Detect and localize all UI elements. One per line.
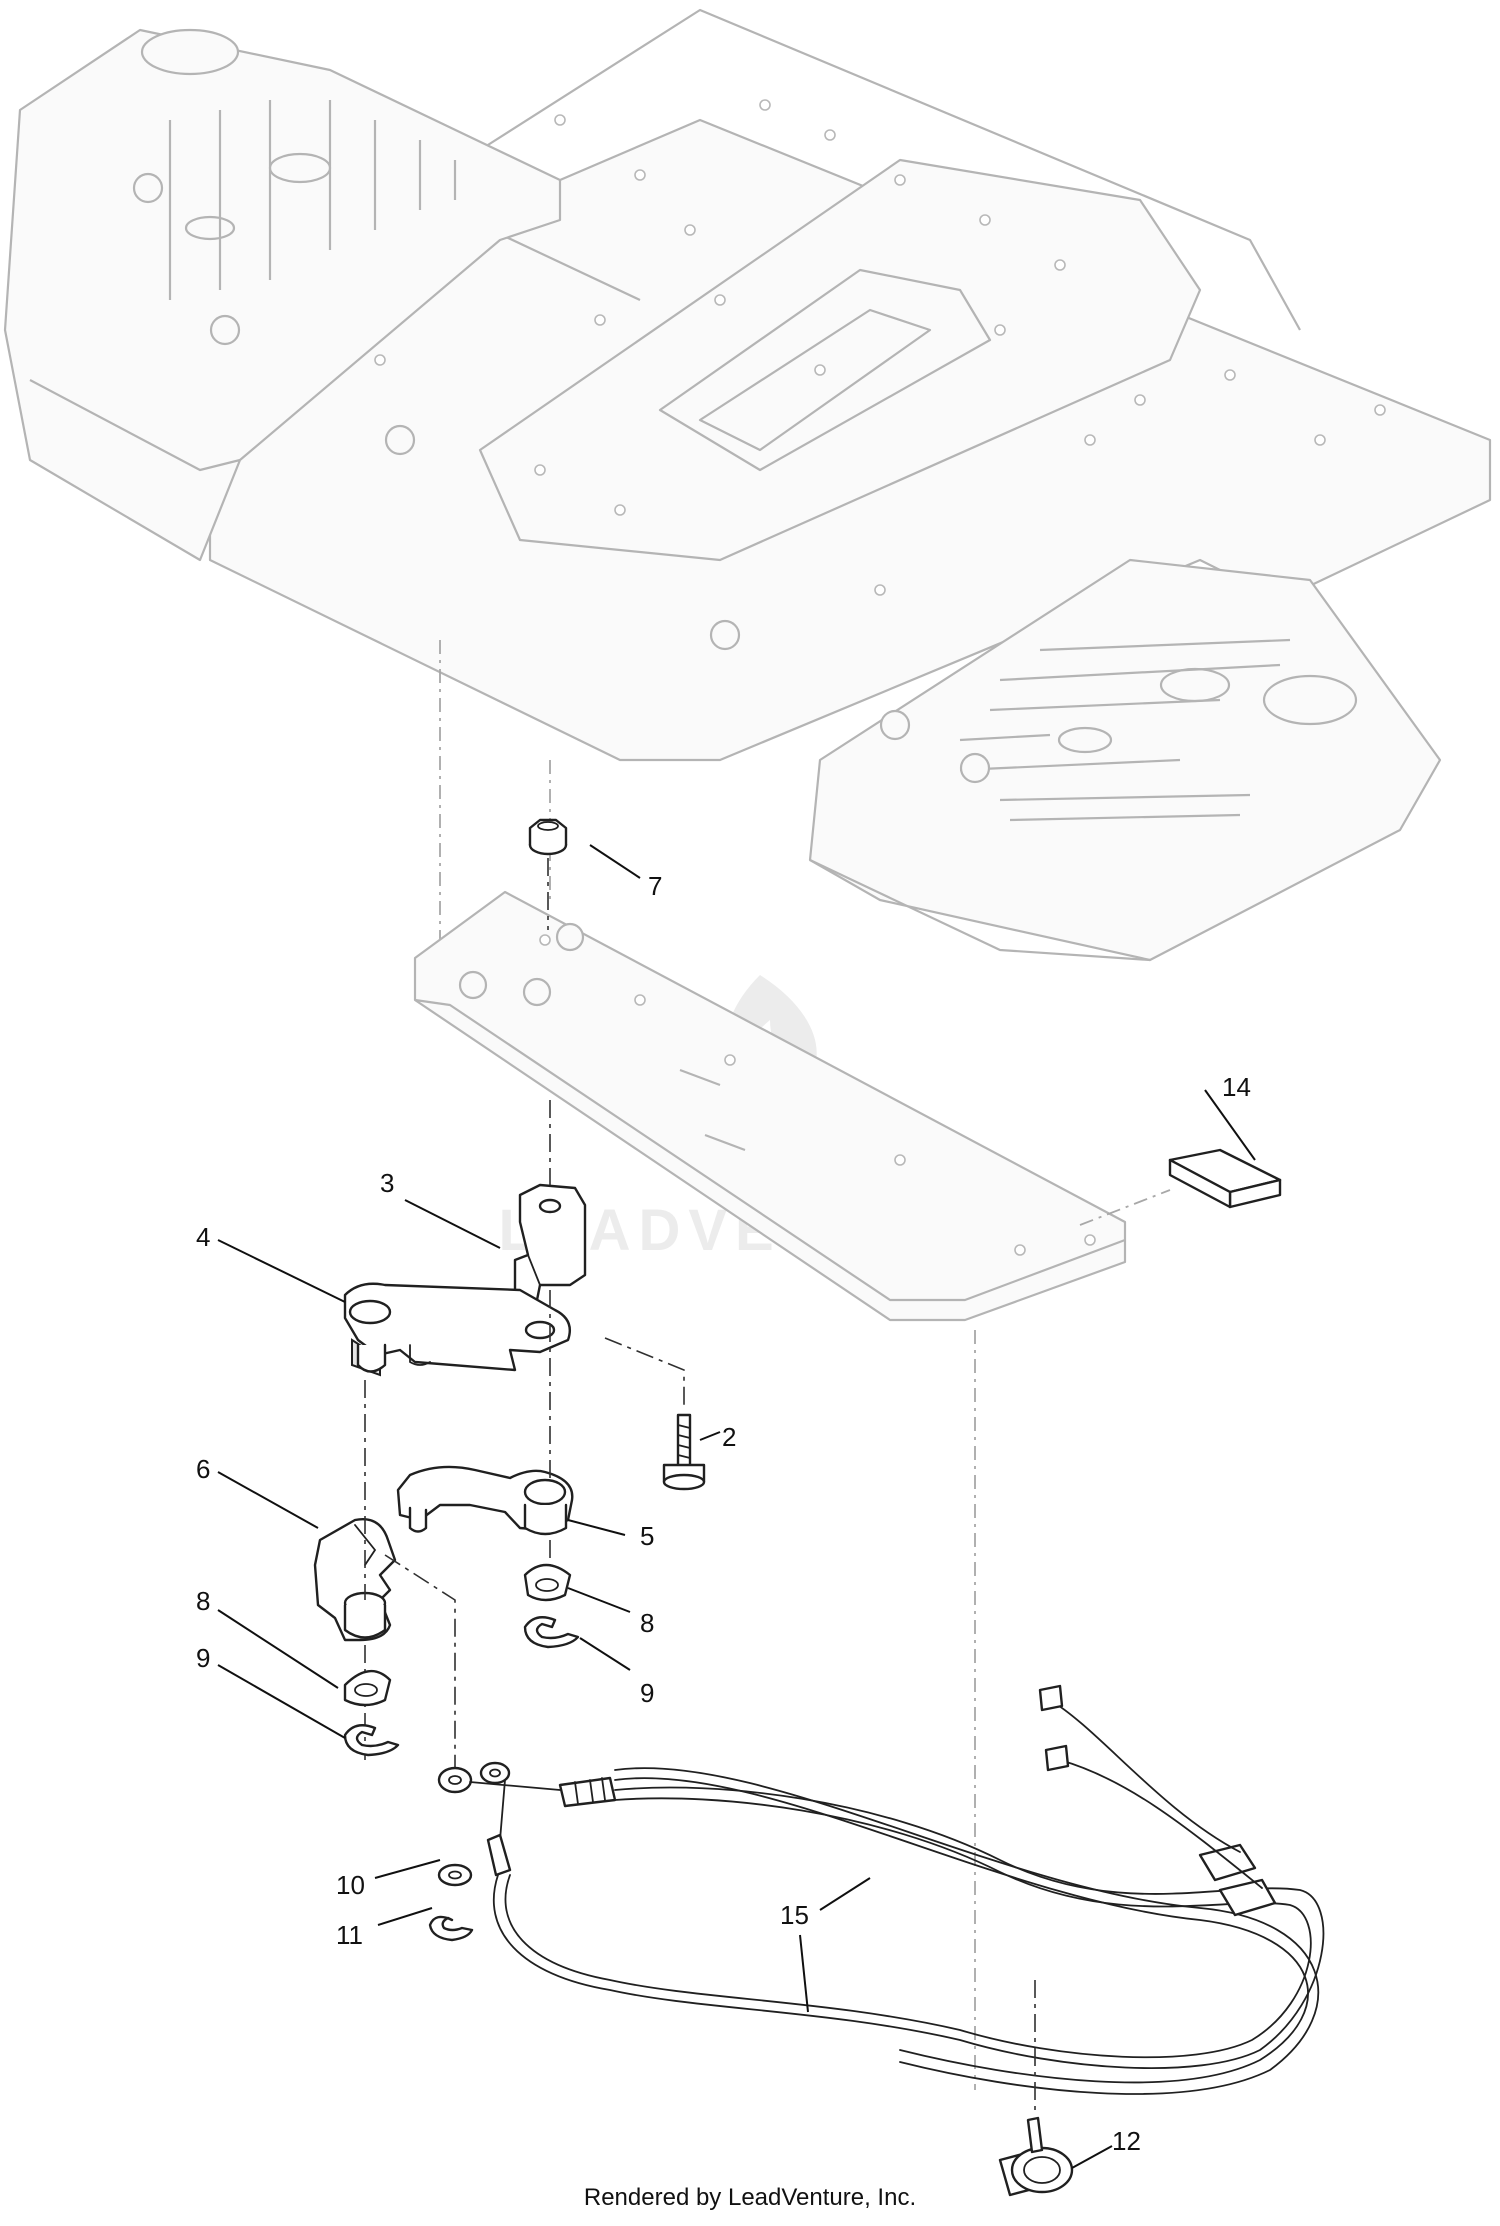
leader-15a <box>819 1877 871 1911</box>
cable-fitting-lower <box>1218 1878 1277 1917</box>
leader-3 <box>404 1199 501 1249</box>
part-15-cable-assembly <box>437 1684 1325 2095</box>
left-tank-seam <box>29 379 241 472</box>
part-12-grommet <box>998 2116 1074 2197</box>
leader-8a <box>217 1609 339 1689</box>
callout-6: 6 <box>196 1454 210 1484</box>
left-fuel-tank <box>3 28 562 562</box>
part-7-flange-nut <box>528 818 568 856</box>
part-5-arm <box>396 1465 574 1536</box>
leader-14 <box>1204 1089 1256 1161</box>
leader-7 <box>589 844 641 879</box>
leader-2 <box>699 1431 721 1441</box>
seat-inner-recess <box>698 308 932 452</box>
assembly-line-14 <box>1079 1189 1171 1226</box>
part-11-clip <box>428 1915 474 1942</box>
deck-upper-edge <box>479 8 1301 331</box>
callout-9-right: 9 <box>640 1678 654 1708</box>
deck-holes <box>374 99 1386 596</box>
part-8-washer-right <box>523 1563 572 1602</box>
part-9-clip-right <box>523 1616 580 1649</box>
ghost-deck-assembly <box>3 8 1492 962</box>
leader-8b <box>567 1587 631 1613</box>
part-8-washer-left <box>343 1670 392 1707</box>
callout-7: 7 <box>648 871 662 901</box>
leader-10 <box>374 1859 441 1879</box>
part-14-foam-strip <box>1168 1148 1282 1209</box>
part-6-arm <box>313 1518 397 1642</box>
leader-9a <box>217 1664 346 1739</box>
part-2-axis <box>604 1337 685 1410</box>
cable-adjuster-1 <box>558 1776 617 1808</box>
part-4-pivot-arm <box>343 1282 572 1377</box>
callout-8-left: 8 <box>196 1586 210 1616</box>
right-tank-seam <box>809 859 1151 962</box>
left-tank-ribs <box>168 100 457 300</box>
callout-9-left: 9 <box>196 1643 210 1673</box>
mounting-plate-body <box>413 890 1127 1322</box>
left-tank-boss-2 <box>184 215 236 241</box>
callout-3: 3 <box>380 1168 394 1198</box>
cable-eyelet-left <box>437 1766 473 1794</box>
leader-15b <box>799 1934 809 2013</box>
right-tank-ribs <box>959 638 1291 822</box>
part-2-bolt <box>662 1413 706 1491</box>
left-tank-cap <box>140 28 240 76</box>
part-10-axis <box>384 1554 456 1770</box>
callout-15: 15 <box>780 1900 809 1930</box>
seat-recess <box>658 268 992 472</box>
right-tank-cap <box>1262 674 1358 726</box>
cable-adjuster-2 <box>486 1833 512 1877</box>
footer-credit: Rendered by LeadVenture, Inc. <box>584 2184 916 2211</box>
part-10-washer <box>437 1863 473 1887</box>
leader-4 <box>217 1239 346 1303</box>
right-tank-boss-2 <box>1057 726 1113 754</box>
plate-slot-2 <box>704 1133 746 1152</box>
callout-12: 12 <box>1112 2126 1141 2156</box>
callout-2: 2 <box>722 1422 736 1452</box>
mounting-plate <box>413 890 1127 1322</box>
plate-nuts <box>458 922 585 1007</box>
callout-leaders <box>217 844 1256 2169</box>
leader-5 <box>567 1519 626 1536</box>
plate-slot-1 <box>679 1068 721 1087</box>
leader-11 <box>377 1907 433 1926</box>
part-9-clip-left <box>343 1724 400 1757</box>
deck-bolts <box>132 172 991 784</box>
wire-terminal-lower <box>1044 1744 1070 1772</box>
right-fuel-tank <box>808 558 1442 962</box>
mounting-plate-flange <box>414 998 1126 1302</box>
leader-9b <box>579 1637 631 1671</box>
callout-labels: 7 14 3 4 2 6 5 8 8 9 9 10 11 15 12 <box>196 871 1251 2156</box>
callout-5: 5 <box>640 1521 654 1551</box>
seat-pan <box>478 158 1202 562</box>
callout-14: 14 <box>1222 1072 1251 1102</box>
callout-4: 4 <box>196 1222 210 1252</box>
leader-6 <box>217 1471 319 1529</box>
callout-10: 10 <box>336 1870 365 1900</box>
wire-terminal-upper <box>1038 1684 1064 1712</box>
callout-8-right: 8 <box>640 1608 654 1638</box>
cable-eyelet-right <box>479 1761 511 1785</box>
leader-12 <box>1071 2145 1113 2169</box>
callout-11: 11 <box>336 1920 363 1950</box>
part-3-bracket <box>513 1183 587 1312</box>
